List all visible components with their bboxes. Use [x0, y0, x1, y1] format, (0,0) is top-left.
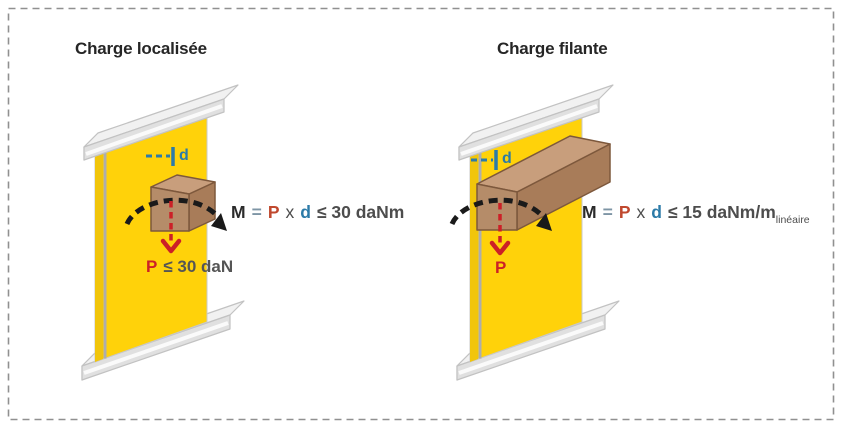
- left-moment-arc-icon: [124, 197, 227, 231]
- formula-limit: ≤ 30 daNm: [316, 202, 405, 222]
- left-title: Charge localisée: [75, 39, 207, 58]
- left-figure: [81, 84, 245, 381]
- right-force-arrow-icon: [489, 203, 511, 256]
- formula-limit: ≤ 15 daNm/m: [667, 202, 776, 222]
- left-moment-arrowhead-icon: [211, 213, 227, 231]
- formula-P: P: [267, 202, 280, 222]
- left-force-arrow-icon: [160, 201, 182, 254]
- formula-equals: =: [602, 202, 613, 222]
- left-panel-edge-face: [95, 143, 103, 362]
- dashed-border: [7, 7, 835, 421]
- right-force-arrowhead-icon: [489, 240, 511, 256]
- left-panel: [94, 105, 208, 363]
- right-dimension-line: [471, 150, 498, 170]
- right-bottom-rail-highlight: [458, 321, 604, 375]
- right-top-rail-highlight: [460, 104, 598, 156]
- right-force-label: P: [495, 259, 506, 276]
- right-panel-edge-face: [470, 143, 478, 362]
- formula-M: M: [582, 202, 597, 222]
- left-moment-arc-path: [124, 197, 222, 226]
- formula-times: x: [285, 202, 295, 222]
- formula-M: M: [231, 202, 246, 222]
- right-moment-formula: M = P x d ≤ 15 daNm/mlinéaire: [582, 202, 810, 226]
- right-moment-arc-path: [449, 197, 547, 226]
- right-load-beam: [476, 135, 611, 231]
- force-P-label: P: [495, 258, 507, 277]
- right-moment-arc-icon: [449, 197, 552, 231]
- left-bottom-rail-highlight: [83, 321, 229, 375]
- right-title: Charge filante: [497, 39, 608, 58]
- right-top-rail: [458, 84, 614, 161]
- beam-front-face: [476, 183, 518, 231]
- force-P-label: P: [146, 257, 158, 276]
- right-dimension-label: d: [502, 150, 512, 167]
- left-moment-formula: M = P x d ≤ 30 daNm: [231, 202, 405, 222]
- force-limit-label: ≤ 30 daN: [163, 257, 234, 276]
- left-dimension-label: d: [179, 147, 189, 164]
- formula-limit-group: ≤ 15 daNm/mlinéaire: [667, 202, 810, 226]
- formula-P: P: [618, 202, 631, 222]
- formula-d: d: [651, 202, 662, 222]
- formula-times: x: [636, 202, 646, 222]
- formula-limit-subscript: linéaire: [775, 214, 810, 226]
- formula-equals: =: [251, 202, 262, 222]
- formula-d: d: [300, 202, 311, 222]
- left-top-rail-highlight: [85, 104, 223, 156]
- left-top-rail: [83, 84, 239, 161]
- left-force-label: P ≤ 30 daN: [146, 258, 233, 275]
- right-figure: [449, 84, 620, 381]
- right-moment-arrowhead-icon: [536, 213, 552, 231]
- left-force-arrowhead-icon: [160, 238, 182, 254]
- left-dimension-line: [146, 147, 175, 166]
